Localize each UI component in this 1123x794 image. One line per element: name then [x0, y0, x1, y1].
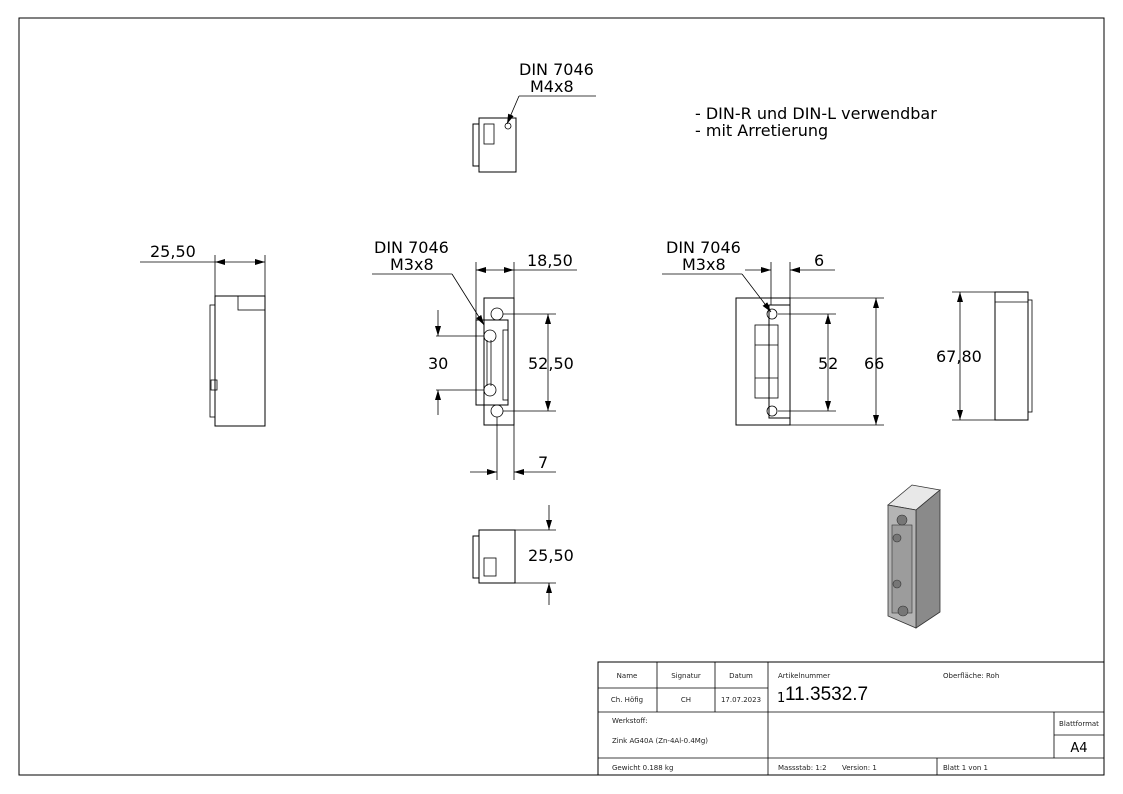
dim-front-screw-outer: 52,50	[528, 354, 574, 373]
callout-front-line1: DIN 7046	[374, 238, 449, 257]
dim-bottom-depth: 25,50	[528, 546, 574, 565]
tb-col-datum: Datum	[729, 672, 753, 680]
callout-top-line2: M4x8	[530, 77, 574, 96]
dim-right-plate: 6	[814, 251, 824, 270]
tb-blattformat-label: Blattformat	[1059, 720, 1099, 728]
tb-gewicht: Gewicht 0.188 kg	[612, 764, 673, 772]
dim-front-screw-inner: 30	[428, 354, 448, 373]
top-view: DIN 7046 M4x8	[472, 60, 596, 173]
dim-right-screw: 52	[818, 354, 838, 373]
tb-version: Version: 1	[842, 764, 877, 772]
tb-werkstoff-label: Werkstoff:	[612, 717, 648, 725]
tb-datum: 17.07.2023	[721, 696, 761, 704]
isometric-view	[887, 484, 941, 629]
right-front-view: DIN 7046 M3x8 6 52 66	[662, 238, 884, 426]
title-block: Name Signatur Datum Ch. Höfig CH 17.07.2…	[597, 661, 1105, 776]
dim-side-width: 25,50	[150, 242, 196, 261]
tb-blatt: Blatt 1 von 1	[943, 764, 988, 772]
bottom-view: 25,50	[472, 505, 574, 605]
note-din: - DIN-R und DIN-L verwendbar	[695, 104, 937, 123]
tb-oberflaeche: Oberfläche: Roh	[943, 672, 999, 680]
dim-far-height: 67,80	[936, 347, 982, 366]
tb-artikel-prefix: 1	[777, 691, 785, 706]
note-arretierung: - mit Arretierung	[695, 121, 828, 140]
drawing-border	[18, 17, 1105, 776]
tb-artikel-nr: 11.3532.7	[785, 684, 868, 705]
tb-artikel-label: Artikelnummer	[778, 672, 830, 680]
front-view: DIN 7046 M3x8 18,50 52,50 30 7	[372, 238, 577, 480]
tb-massstab: Massstab: 1:2	[778, 764, 827, 772]
callout-right-line2: M3x8	[682, 255, 726, 274]
dim-front-width: 18,50	[527, 251, 573, 270]
tb-werkstoff: Zink AG40A (Zn-4Al-0.4Mg)	[612, 737, 708, 745]
tb-blattformat: A4	[1070, 741, 1087, 756]
callout-top-line1: DIN 7046	[519, 60, 594, 79]
far-side-view: 67,80	[936, 291, 1033, 421]
callout-front-line2: M3x8	[390, 255, 434, 274]
tb-name: Ch. Höfig	[611, 696, 643, 704]
tb-col-name: Name	[617, 672, 638, 680]
callout-right-line1: DIN 7046	[666, 238, 741, 257]
dim-front-offset: 7	[538, 453, 548, 472]
side-view: 25,50	[140, 242, 266, 427]
tb-signatur: CH	[681, 696, 691, 704]
dim-right-height: 66	[864, 354, 884, 373]
tb-col-signatur: Signatur	[671, 672, 701, 680]
